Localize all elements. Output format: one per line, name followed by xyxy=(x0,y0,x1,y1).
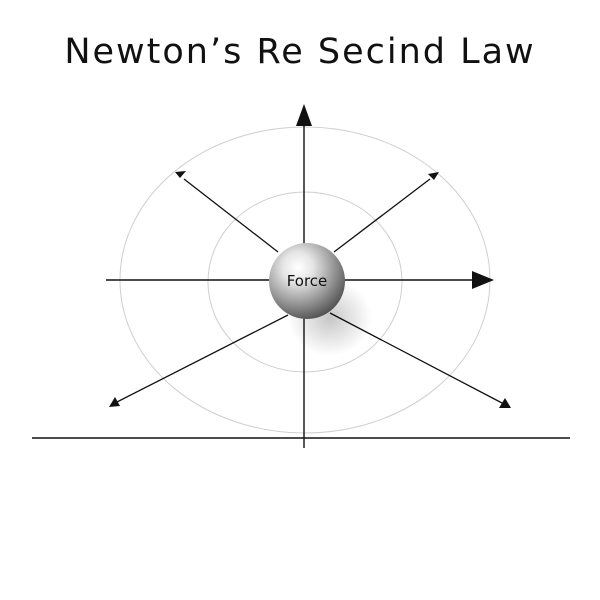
arrow-upper-right xyxy=(333,172,439,253)
arrow-upper-left xyxy=(175,171,279,253)
up-arrow-head xyxy=(296,104,312,126)
diagram-title: Newton’s Re Secind Law xyxy=(64,32,536,72)
force-label: Force xyxy=(287,272,328,290)
right-arrow-head xyxy=(472,271,494,289)
arrow-lower-left xyxy=(109,314,289,407)
force-ball xyxy=(269,243,345,319)
inner-ring xyxy=(207,191,403,373)
